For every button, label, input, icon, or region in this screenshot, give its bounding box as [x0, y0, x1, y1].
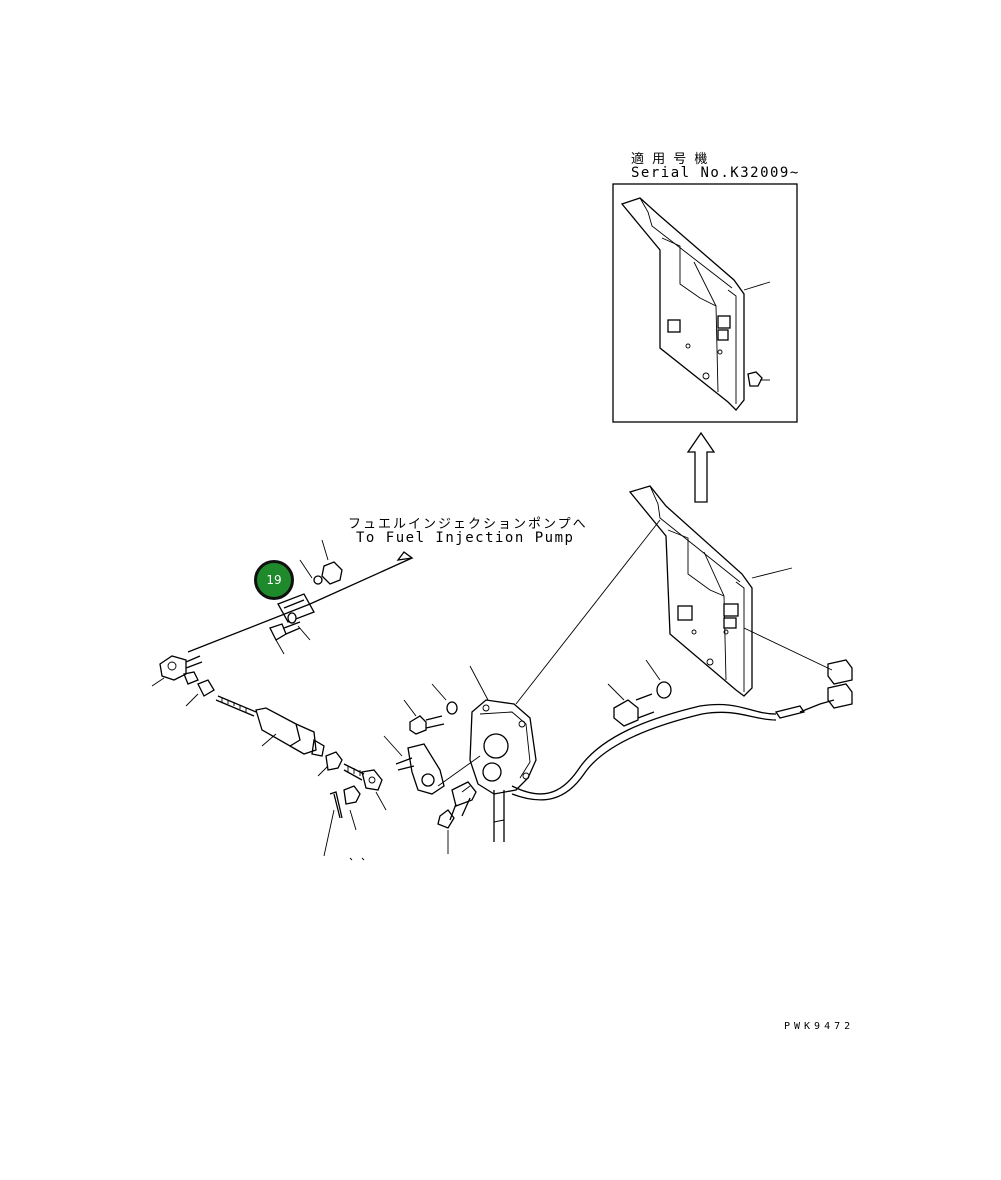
rod-end	[317, 751, 387, 811]
sensor-bolt	[403, 683, 458, 735]
lower-bolt	[437, 781, 477, 854]
inset-label-serial: Serial No.K32009~	[631, 165, 800, 181]
control-cable	[151, 551, 414, 707]
direction-label-jp: フュエルインジェクションポンプへ	[348, 517, 588, 532]
callout-number: 19	[266, 573, 282, 587]
upper-nut	[313, 539, 343, 585]
cable-end	[215, 695, 325, 757]
plate-bolt	[607, 659, 672, 727]
direction-label-en: To Fuel Injection Pump	[356, 530, 575, 546]
cotter-pin	[323, 785, 365, 861]
wire-harness	[511, 703, 777, 795]
up-arrow-icon	[686, 431, 716, 503]
cable-bracket	[269, 559, 315, 655]
sensor-unit	[469, 665, 537, 842]
harness-connectors	[743, 627, 853, 719]
sensor-lever	[383, 735, 481, 795]
drawing-number: PWK9472	[784, 1021, 855, 1032]
inset-label-jp: 適 用 号 機	[631, 152, 710, 167]
callout-badge[interactable]: 19	[254, 560, 294, 600]
pedal-plate	[628, 485, 793, 697]
inset-panel	[612, 183, 798, 423]
